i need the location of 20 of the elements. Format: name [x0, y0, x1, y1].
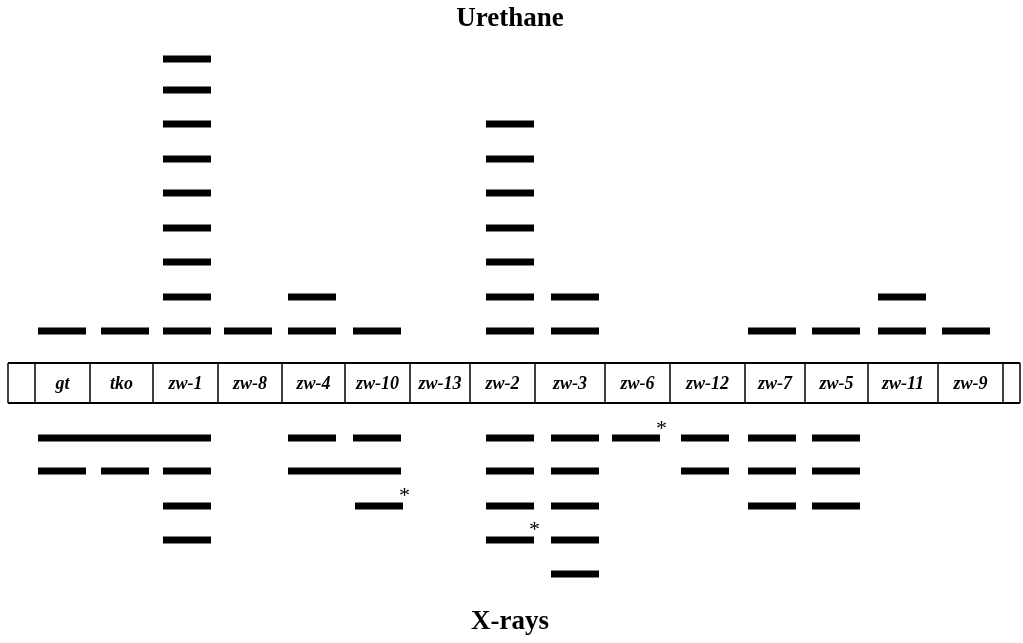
gene-name: tko	[110, 372, 133, 394]
gene-name: zw-7	[758, 372, 792, 394]
panel-heading: X-rays	[471, 605, 549, 636]
gene-name: gt	[55, 372, 70, 394]
gene-name: zw-12	[686, 372, 729, 394]
gene-name: zw-6	[620, 372, 655, 394]
gene-name: zw-2	[485, 372, 520, 394]
asterisk: *	[529, 518, 540, 540]
gene-name: zw-8	[233, 372, 267, 394]
asterisk: *	[656, 417, 667, 439]
gene-name: zw-1	[168, 372, 203, 394]
gene-name: zw-4	[296, 372, 331, 394]
gene-name: zw-9	[953, 372, 988, 394]
asterisk: *	[399, 484, 410, 506]
gene-name: zw-3	[553, 372, 587, 394]
gene-name: zw-11	[882, 372, 924, 394]
gene-name: zw-5	[819, 372, 854, 394]
gene-name: zw-13	[418, 372, 462, 394]
gene-name: zw-10	[356, 372, 399, 394]
panel-heading: Urethane	[456, 2, 564, 33]
